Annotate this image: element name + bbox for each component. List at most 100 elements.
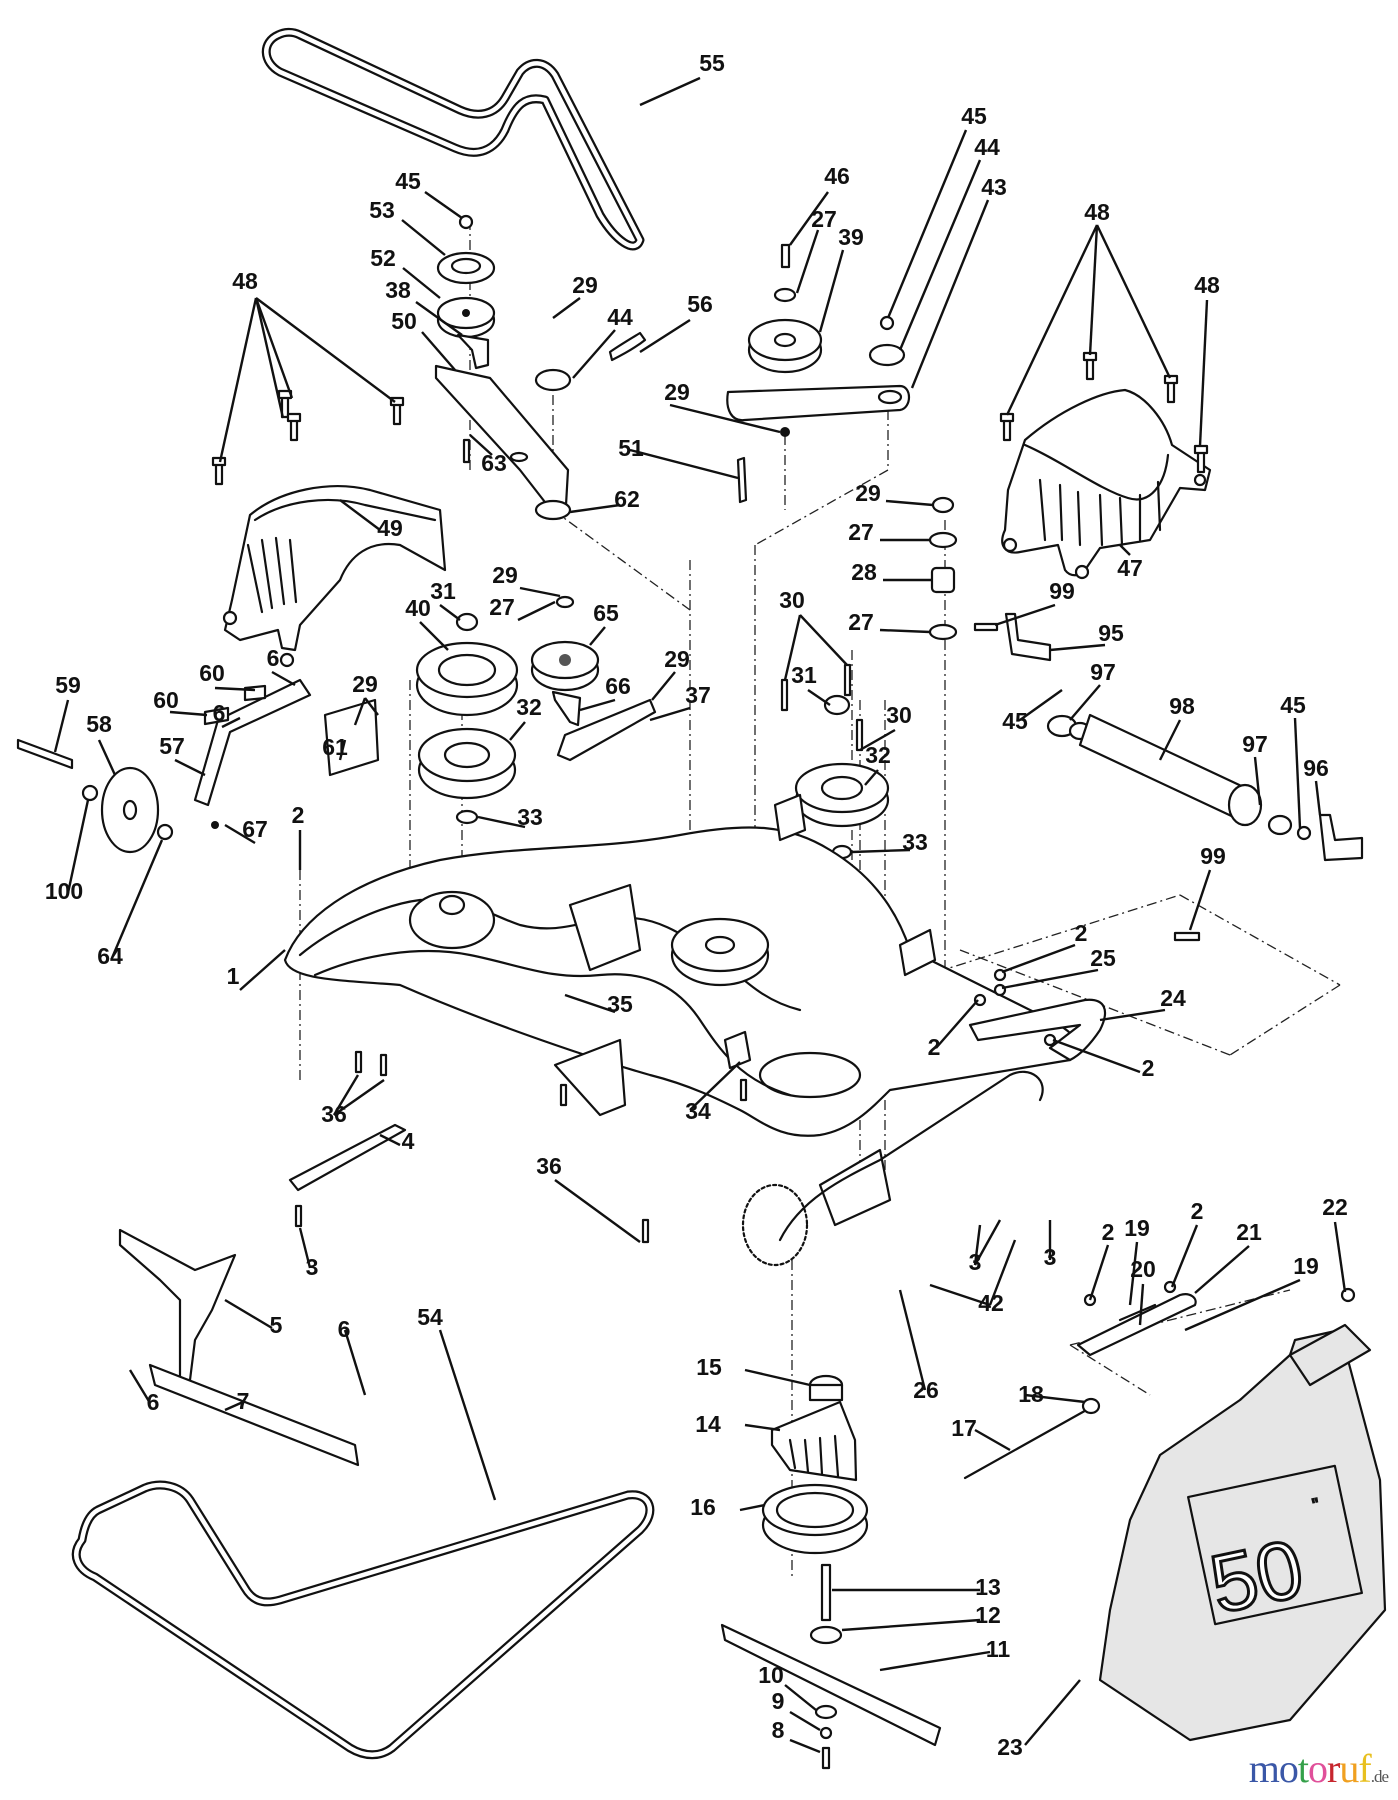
center-pulleys [415, 595, 890, 860]
callout-part-17: 17 [951, 1415, 977, 1441]
callout-part-97: 97 [1242, 731, 1268, 757]
callout-part-48: 48 [1194, 272, 1220, 298]
callout-part-47: 47 [1117, 555, 1143, 581]
callout-part-36: 36 [321, 1101, 347, 1127]
idler-stack-left [434, 214, 647, 521]
callout-part-10: 10 [758, 1662, 784, 1688]
callout-part-56: 56 [687, 291, 713, 317]
callout-part-27: 27 [848, 609, 874, 635]
callout-part-43: 43 [981, 174, 1007, 200]
callout-part-6: 6 [147, 1389, 160, 1415]
front-brackets [118, 1050, 748, 1467]
callout-part-99: 99 [1200, 843, 1226, 869]
callout-part-31: 31 [430, 578, 456, 604]
left-belt-cover-49 [222, 485, 447, 668]
callout-part-3: 3 [969, 1249, 982, 1275]
callout-part-38: 38 [385, 277, 411, 303]
callout-part-6: 6 [338, 1316, 351, 1342]
callout-part-29: 29 [352, 671, 378, 697]
watermark-letter: u [1339, 1746, 1359, 1791]
callout-part-26: 26 [913, 1377, 939, 1403]
callout-part-99: 99 [1049, 578, 1075, 604]
callout-part-65: 65 [593, 600, 619, 626]
callout-part-97: 97 [1090, 659, 1116, 685]
callout-part-15: 15 [696, 1354, 722, 1380]
callout-part-33: 33 [517, 804, 543, 830]
callout-part-27: 27 [811, 206, 837, 232]
watermark-letter: t [1297, 1746, 1309, 1791]
callout-part-62: 62 [614, 486, 640, 512]
callout-part-19: 19 [1124, 1215, 1150, 1241]
callout-part-36: 36 [536, 1153, 562, 1179]
callout-part-4: 4 [402, 1128, 415, 1154]
callout-part-40: 40 [405, 595, 431, 621]
callout-part-14: 14 [695, 1411, 721, 1437]
callout-part-98: 98 [1169, 693, 1195, 719]
discharge-chute-assembly: 50 " [963, 1280, 1387, 1742]
deck-size-decal-unit: " [1310, 1494, 1320, 1515]
callout-part-24: 24 [1160, 985, 1186, 1011]
callout-part-30: 30 [886, 702, 912, 728]
callout-part-8: 8 [772, 1717, 785, 1743]
callout-part-2: 2 [928, 1034, 941, 1060]
callout-part-44: 44 [607, 304, 633, 330]
callout-part-37: 37 [685, 682, 711, 708]
callout-part-52: 52 [370, 245, 396, 271]
callout-part-2: 2 [1191, 1198, 1204, 1224]
callout-part-29: 29 [572, 272, 598, 298]
callout-part-29: 29 [492, 562, 518, 588]
callout-part-63: 63 [481, 450, 507, 476]
callout-part-2: 2 [1102, 1219, 1115, 1245]
watermark-letter: r [1327, 1746, 1340, 1791]
callout-part-67: 67 [242, 816, 268, 842]
callout-part-19: 19 [1293, 1253, 1319, 1279]
callout-part-35: 35 [607, 991, 633, 1017]
callout-part-30: 30 [779, 587, 805, 613]
callout-part-51: 51 [618, 435, 644, 461]
callout-part-29: 29 [664, 646, 690, 672]
callout-part-6: 6 [267, 645, 280, 671]
callout-part-21: 21 [1236, 1219, 1262, 1245]
callout-part-96: 96 [1303, 755, 1329, 781]
watermark-letter: m [1248, 1746, 1280, 1791]
callout-part-45: 45 [395, 168, 421, 194]
gauge-wheel-assembly [16, 678, 380, 854]
callout-part-13: 13 [975, 1574, 1001, 1600]
callout-part-7: 7 [237, 1388, 250, 1414]
callout-part-32: 32 [516, 694, 542, 720]
callout-part-11: 11 [986, 1636, 1011, 1662]
watermark-letter: o [1278, 1746, 1299, 1791]
callout-part-2: 2 [1075, 920, 1088, 946]
callout-part-1: 1 [227, 963, 240, 989]
callout-part-27: 27 [848, 519, 874, 545]
deck-belt-55 [261, 27, 645, 251]
callout-part-64: 64 [97, 943, 123, 969]
deck-housing-1 [283, 793, 1080, 1267]
callout-part-31: 31 [791, 662, 817, 688]
callout-part-5: 5 [270, 1312, 283, 1338]
right-belt-cover-47 [1001, 388, 1212, 580]
spindle-assembly [720, 1374, 942, 1770]
watermark-logo: motoruf.de [1248, 1745, 1389, 1792]
callout-part-66: 66 [605, 673, 631, 699]
callout-part-57: 57 [159, 733, 185, 759]
callout-part-45: 45 [961, 103, 987, 129]
callout-part-95: 95 [1098, 620, 1124, 646]
callout-part-45: 45 [1280, 692, 1306, 718]
callout-part-16: 16 [690, 1494, 716, 1520]
callout-part-53: 53 [369, 197, 395, 223]
callout-part-12: 12 [975, 1602, 1001, 1628]
callout-part-61: 61 [322, 734, 348, 760]
callout-part-42: 42 [978, 1290, 1004, 1316]
watermark-letter: f [1358, 1746, 1371, 1791]
callout-part-100: 100 [45, 878, 83, 904]
watermark-tld: .de [1370, 1767, 1389, 1786]
callout-part-34: 34 [685, 1098, 711, 1124]
callout-part-18: 18 [1018, 1381, 1044, 1407]
callout-part-50: 50 [391, 308, 417, 334]
deck-size-decal: 50 [1203, 1523, 1311, 1631]
callout-part-20: 20 [1130, 1256, 1156, 1282]
callout-part-45: 45 [1002, 708, 1028, 734]
